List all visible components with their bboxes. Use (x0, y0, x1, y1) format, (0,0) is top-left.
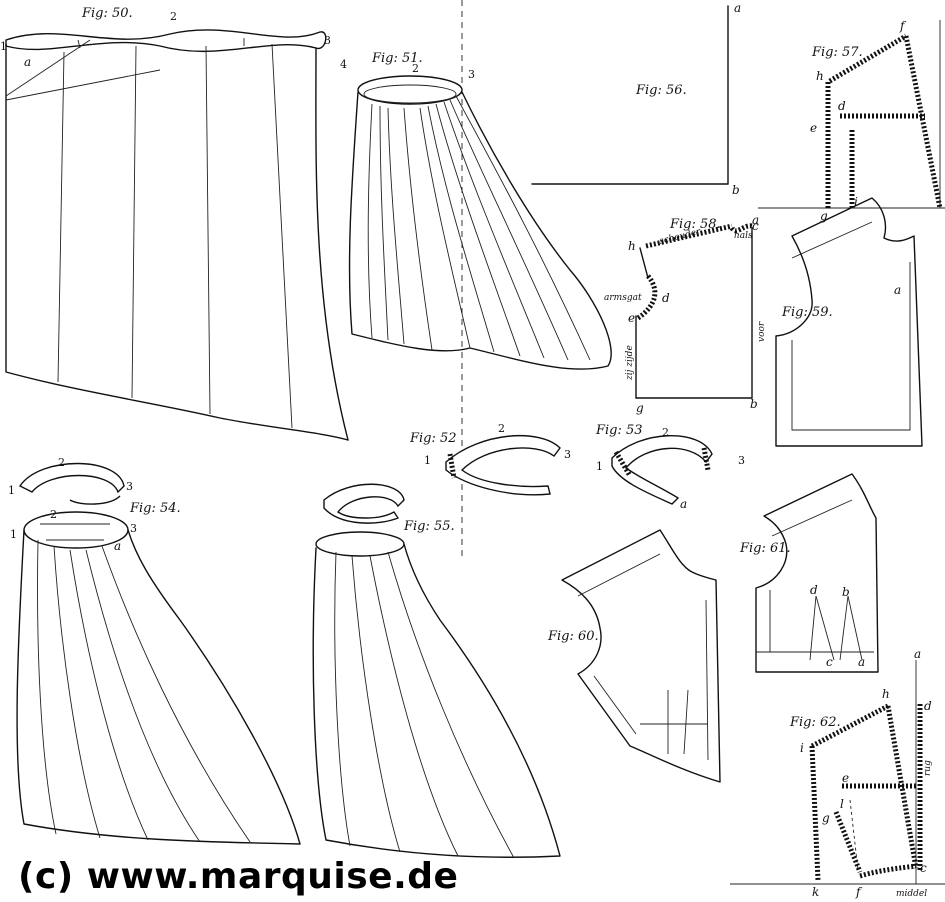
fig-62-word-middel: middel (896, 889, 927, 899)
fig-58-label: Fig: 58. (669, 217, 721, 232)
fig-61-point-d: d (810, 583, 818, 597)
fig-52-point-2: 2 (498, 422, 505, 435)
fig-57-point-f: f (899, 19, 907, 33)
fig-59-bodice-piece (775, 197, 923, 447)
fig-53-waistband (611, 435, 713, 505)
fig-62-point-e: e (842, 771, 849, 785)
fig-58-point-a: a (752, 213, 759, 227)
fig-50-label: Fig: 50. (81, 6, 133, 21)
fig-57-point-e: e (810, 121, 817, 135)
fig-51-gathered-skirt (348, 75, 612, 370)
fig-61-point-a: a (858, 655, 865, 669)
fig-54-band-point-1: 1 (8, 484, 15, 497)
fig-51-point-3: 3 (468, 68, 475, 81)
fig-62-point-c: c (920, 861, 927, 875)
fig-61-label: Fig: 61. (739, 541, 791, 556)
fig-53-point-a: a (680, 497, 687, 511)
fig-53-label: Fig: 53 (595, 423, 643, 438)
fig-62-point-d: d (924, 699, 932, 713)
fig-62-back-draft (730, 660, 945, 885)
fig-54-point-1: 1 (10, 528, 17, 541)
fig-58-front-measure (635, 223, 753, 399)
fig-59-point-a: a (894, 283, 901, 297)
fig-53-point-1: 1 (596, 460, 603, 473)
fig-57-bodice-draft (758, 20, 945, 209)
fig-53-point-2: 2 (662, 426, 669, 439)
fig-59-label: Fig: 59. (781, 305, 833, 320)
fig-61-point-c: c (826, 655, 833, 669)
fig-52-waistband (445, 434, 561, 496)
fig-50-point-3: 3 (324, 34, 331, 47)
fig-61-point-b: b (842, 585, 850, 599)
fig-58-point-c: c (752, 219, 759, 233)
fig-50-skirt (5, 29, 349, 441)
fig-60-label: Fig: 60. (547, 629, 599, 644)
fig-58-word-hals: hals (734, 231, 753, 241)
fig-62-point-i: i (800, 741, 804, 755)
fig-58-word-voor: voor (757, 321, 767, 342)
fig-60-bodice-piece (561, 529, 721, 783)
fig-56-label: Fig: 56. (635, 83, 687, 98)
fig-52-label: Fig: 52 (409, 431, 457, 446)
fig-57-point-g: g (820, 209, 828, 223)
fig-50-point-1: 1 (0, 40, 7, 53)
fig-52-point-3: 3 (564, 448, 571, 461)
fig-57-point-h: h (816, 69, 824, 83)
fig-54-band-point-2: 2 (58, 456, 65, 469)
fig-51-label: Fig: 51. (371, 51, 423, 66)
fig-51-point-2: 2 (412, 62, 419, 75)
fig-54-point-a: a (114, 539, 121, 553)
fig-51-point-4: 4 (340, 58, 347, 71)
fig-62-point-g: g (822, 811, 830, 825)
fig-58-word-zijde: zij zijde (625, 345, 635, 381)
fig-58-word-armsgat: armsgat (604, 293, 642, 303)
fig-62-point-l: l (840, 797, 844, 811)
fig-50-point-2: 2 (170, 10, 177, 23)
fig-58-point-d: d (662, 291, 670, 305)
fig-56-point-b: b (732, 183, 740, 197)
fig-62-point-h: h (882, 687, 890, 701)
fig-53-point-3: 3 (738, 454, 745, 467)
fig-57-point-d: d (838, 99, 846, 113)
fig-54-point-2: 2 (50, 508, 57, 521)
fig-54-point-3: 3 (130, 522, 137, 535)
fig-55-label: Fig: 55. (403, 519, 455, 534)
fig-62-word-rug: rug (923, 760, 933, 776)
fig-62-label: Fig: 62. (789, 715, 841, 730)
fig-56-point-a: a (734, 1, 741, 15)
fig-61-back-piece (755, 473, 879, 673)
fig-55-skirt (312, 483, 561, 859)
fig-58-point-e: e (628, 311, 635, 325)
fig-56-right-angle (531, 5, 729, 185)
fig-54-skirt (16, 462, 301, 845)
fig-50-point-a: a (24, 55, 31, 69)
fig-52-point-1: 1 (424, 454, 431, 467)
fig-54-band-point-3: 3 (126, 480, 133, 493)
fig-57-point-i: i (854, 195, 858, 209)
fig-57-label: Fig: 57. (811, 45, 863, 60)
fig-54-label: Fig: 54. (129, 501, 181, 516)
copyright-watermark: (c) www.marquise.de (18, 856, 459, 897)
fig-62-point-k: k (812, 885, 819, 899)
fig-58-point-b: b (750, 397, 758, 411)
fig-58-point-h: h (628, 239, 636, 253)
fig-58-point-g: g (636, 401, 644, 415)
fig-62-point-a: a (914, 647, 921, 661)
fig-62-point-f: f (855, 885, 863, 899)
